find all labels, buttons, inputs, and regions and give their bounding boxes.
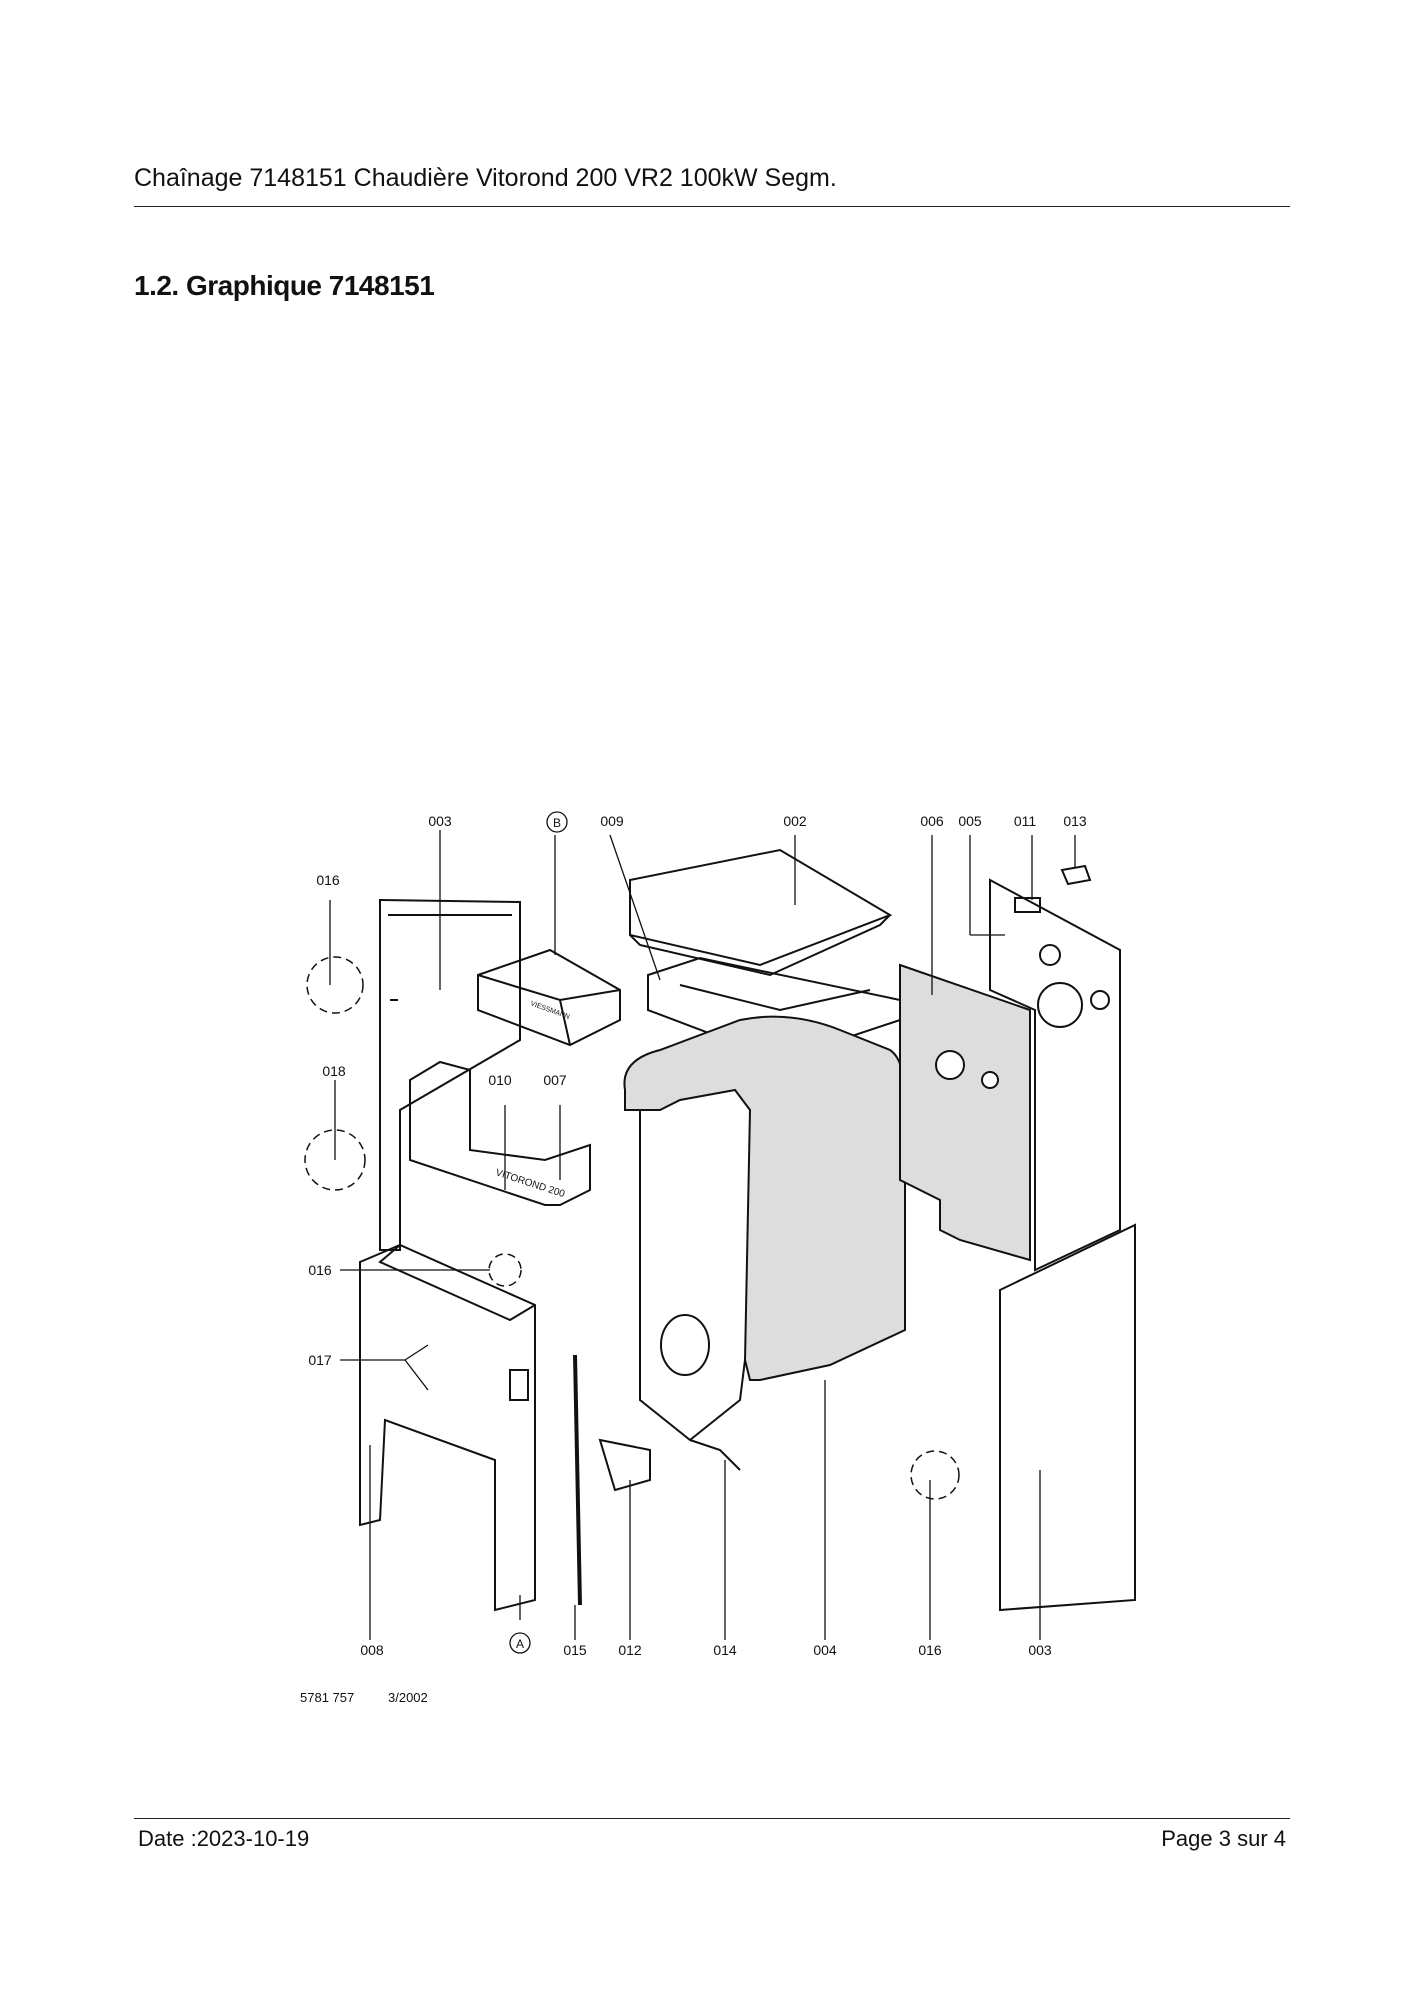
callout-018: 018 [322, 1063, 346, 1079]
callout-012: 012 [618, 1642, 642, 1658]
callout-008: 008 [360, 1642, 384, 1658]
callout-005: 005 [958, 813, 982, 829]
left-side-panel [379, 898, 521, 1251]
right-side-panel [999, 1223, 1136, 1612]
callout-016-top: 016 [316, 872, 340, 888]
callout-015: 015 [563, 1642, 587, 1658]
rear-insulation [899, 963, 1031, 1262]
callout-a: A [516, 1637, 524, 1651]
drawing-date: 3/2002 [388, 1690, 428, 1705]
rear-panel [989, 878, 1121, 1272]
detail-circle-016-right [910, 1450, 960, 1500]
callout-004: 004 [813, 1642, 837, 1658]
callout-002: 002 [783, 813, 807, 829]
front-lower-panel [359, 1243, 536, 1612]
control-branding-text: VIESSMANN [529, 1000, 570, 1021]
burner-door-opening [660, 1314, 710, 1376]
callout-003-top: 003 [428, 813, 452, 829]
drawing-reference-number: 5781 757 [300, 1690, 354, 1705]
detail-circle-016-mid [488, 1253, 522, 1287]
callout-006: 006 [920, 813, 944, 829]
marker-a-circle [509, 1632, 531, 1654]
connector-terminal [1014, 897, 1041, 913]
mounting-bracket [598, 1438, 651, 1492]
section-title: 1.2. Graphique 7148151 [134, 270, 435, 301]
control-unit [477, 948, 621, 1047]
callout-007: 007 [543, 1072, 567, 1088]
callout-013: 013 [1063, 813, 1087, 829]
marker-b-circle [546, 811, 568, 833]
footer-divider [134, 1818, 1290, 1819]
callout-010: 010 [488, 1072, 512, 1088]
callout-003-bottom: 003 [1028, 1642, 1052, 1658]
detail-circle-016-top [306, 956, 364, 1014]
front-upper-panel [409, 1060, 591, 1206]
document-header-title: Chaînage 7148151 Chaudière Vitorond 200 … [134, 164, 837, 192]
detail-circle-018 [304, 1129, 366, 1191]
callout-014: 014 [713, 1642, 737, 1658]
callout-b: B [553, 816, 561, 830]
callout-016-mid: 016 [308, 1262, 332, 1278]
callout-009: 009 [600, 813, 624, 829]
exploded-parts-diagram: 003 B 009 002 006 005 011 013 016 018 01… [300, 811, 1136, 1705]
callout-016-bottom: 016 [918, 1642, 942, 1658]
top-cover [629, 848, 893, 967]
header-divider [134, 206, 1290, 207]
footer-page-number: Page 3 sur 4 [1161, 1826, 1286, 1851]
footer-date: Date :2023-10-19 [138, 1826, 310, 1851]
boiler-block [623, 1015, 906, 1381]
callout-017: 017 [308, 1352, 332, 1368]
cover-cap [1060, 864, 1092, 886]
callout-011: 011 [1014, 813, 1037, 829]
